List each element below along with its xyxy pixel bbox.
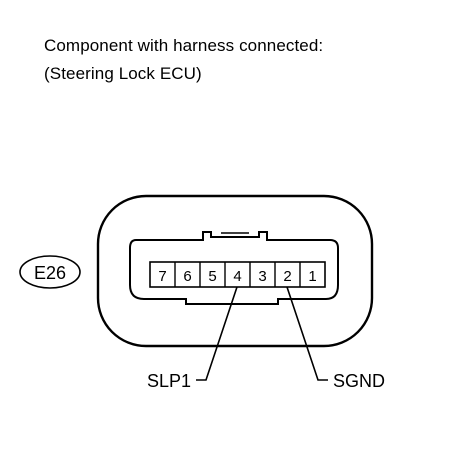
pin-row: 7 6 5 4 3 2 1 (149, 261, 326, 288)
callout-leader-slp1 (196, 286, 238, 381)
pin-label: 1 (308, 268, 316, 285)
connector-body-inner (129, 231, 339, 305)
pin-label: 4 (233, 268, 241, 285)
connector-housing-outer (96, 194, 374, 348)
pin-label: 6 (183, 268, 191, 285)
connector-code-ellipse (19, 255, 81, 289)
pin-label: 2 (283, 268, 291, 285)
callout-label-sgnd: SGND (333, 371, 385, 391)
title-line-1: Component with harness connected: (44, 36, 324, 55)
pin-label: 3 (258, 268, 266, 285)
connector-code-badge: E26 (19, 255, 81, 289)
pin-label: 5 (208, 268, 216, 285)
pin-label: 7 (158, 268, 166, 285)
callout-label-slp1: SLP1 (147, 371, 191, 391)
connector-code-label: E26 (34, 263, 66, 283)
callout-leader-sgnd (286, 286, 328, 381)
pin-row-frame (149, 261, 326, 288)
title-line-2: (Steering Lock ECU) (44, 64, 202, 83)
